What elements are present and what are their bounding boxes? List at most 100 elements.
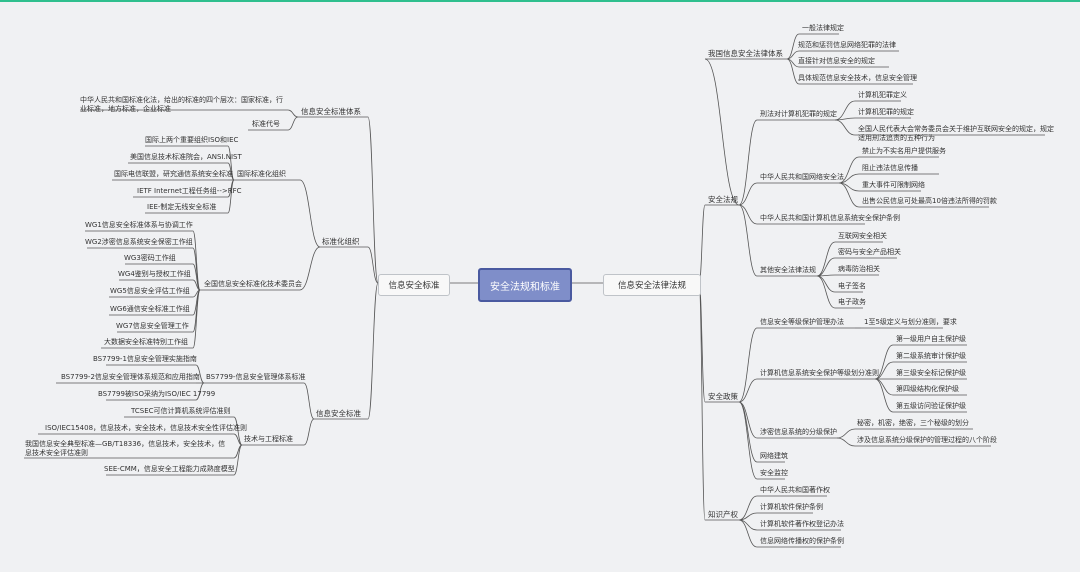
grade-level-item[interactable]: 第四级结构化保护级 [896,385,959,393]
other-law-item[interactable]: 电子政务 [838,298,866,306]
policy-item[interactable]: 安全监控 [760,469,788,477]
topic-classified-protection[interactable]: 涉密信息系统的分级保护 [760,428,837,436]
topic-standard-code[interactable]: 标准代号 [252,120,280,128]
topic-criminal-law[interactable]: 刑法对计算机犯罪的规定 [760,110,837,118]
national-wg-item[interactable]: WG5信息安全评估工作组 [110,287,190,295]
connector-line [738,401,758,463]
tech-std-item[interactable]: TCSEC可信计算机系统评估准则 [131,407,231,415]
criminal-law-item[interactable]: 全国人民代表大会常务委员会关于维护互联网安全的规定，规定适用刑法追责的五种行为 [858,125,1054,142]
connector-line [287,109,299,118]
intl-org-item[interactable]: 美国信息技术标准院会，ANSI.NIST [130,153,242,161]
ip-item[interactable]: 计算机软件著作权登记办法 [760,520,844,528]
grade-admin-item[interactable]: 1至5级定义与划分准则，要求 [864,318,957,326]
topic-standard-orgs[interactable]: 标准化组织 [322,237,360,246]
topic-tech-engineering[interactable]: 技术与工程标准 [244,435,293,443]
national-wg-item[interactable]: WG7信息安全管理工作 [116,322,189,330]
top-accent-line [0,0,1080,2]
tech-std-item[interactable]: SEE-CMM，信息安全工程能力成熟度模型 [104,465,235,473]
topic-grade-protection-admin[interactable]: 信息安全等级保护管理办法 [760,318,844,326]
connector-line [738,512,758,521]
national-wg-item[interactable]: WG4鉴别与授权工作组 [118,270,191,278]
cyber-law-item[interactable]: 重大事件可限制网络 [862,181,925,189]
law-system-item[interactable]: 一般法律规定 [802,24,844,32]
topic-standard-system-desc[interactable]: 中华人民共和国标准化法，给出的标准的四个层次：国家标准，行业标准，地方标准，企业… [80,96,283,113]
connector-line [834,100,856,121]
intl-org-item[interactable]: IETF Internet工程任务组-->RFC [137,187,242,195]
national-wg-item[interactable]: WG2涉密信息系统安全保密工作组 [85,238,193,246]
criminal-law-item[interactable]: 计算机犯罪定义 [858,91,907,99]
connector-line [698,204,706,284]
topic-national-committee[interactable]: 全国信息安全标准化技术委员会 [204,280,302,288]
grade-level-item[interactable]: 第一级用户自主保护级 [896,335,966,343]
topic-other-laws[interactable]: 其他安全法律法规 [760,266,816,274]
right-main-topic[interactable]: 信息安全法律法规 [603,274,701,296]
national-wg-item[interactable]: WG6通信安全标准工作组 [110,305,190,313]
cyber-law-item[interactable]: 出售公民信息可处最高10倍违法所得的罚款 [862,197,997,205]
other-law-item[interactable]: 互联网安全相关 [838,232,887,240]
criminal-law-item[interactable]: 计算机犯罪的规定 [858,108,914,116]
connector-line [838,182,860,208]
connector-line [874,344,894,380]
topic-info-sec-standards[interactable]: 信息安全标准 [316,409,361,418]
connector-line [834,119,856,136]
connector-line [738,519,758,531]
bs7799-item[interactable]: BS7799-2信息安全管理体系规范和应用指南 [61,373,200,381]
cyber-law-item[interactable]: 禁止为不实名用户提供服务 [862,147,946,155]
grade-level-item[interactable]: 第五级访问验证保护级 [896,402,966,410]
connector-line [233,433,243,446]
topic-cybersecurity-law[interactable]: 中华人民共和国网络安全法 [760,173,844,181]
connector-line [227,179,235,214]
topic-law-system[interactable]: 我国信息安全法律体系 [708,49,783,58]
connector-line [192,289,201,349]
connector-line [704,58,740,206]
connector-line [195,364,205,384]
intl-org-item[interactable]: 国际电信联盟，研究通信系统安全标准 [114,170,233,178]
connector-line [738,401,758,480]
connector-line [233,444,243,476]
connector-line [816,275,836,309]
ip-item[interactable]: 计算机软件保护条例 [760,503,823,511]
intl-org-item[interactable]: 国际上两个重要组织ISO和IEC [145,136,239,144]
intl-org-item[interactable]: IEE-制定无线安全标准 [147,203,217,211]
connector-line [836,437,856,447]
topic-security-policy[interactable]: 安全政策 [708,392,738,401]
connector-line [738,327,758,403]
connector-line [838,156,860,184]
bs7799-item[interactable]: BS7799被ISO采纳为ISO/IEC 17799 [98,390,216,398]
national-wg-item[interactable]: WG3密码工作组 [124,254,176,262]
classified-item[interactable]: 涉及信息系统分级保护的管理过程的八个阶段 [857,436,997,444]
topic-intellectual-property[interactable]: 知识产权 [708,510,738,519]
grade-level-item[interactable]: 第三级安全标记保护级 [896,369,966,377]
left-main-topic[interactable]: 信息安全标准 [378,274,450,296]
topic-intl-orgs[interactable]: 国际标准化组织 [237,170,286,178]
connector-line [698,282,706,521]
connector-line [786,33,800,60]
root-topic[interactable]: 安全法规和标准 [478,268,572,302]
topic-security-laws[interactable]: 安全法规 [708,195,738,204]
connector-line [874,378,894,413]
topic-bs7799[interactable]: BS7799-信息安全管理体系标准 [206,373,306,381]
classified-item[interactable]: 秘密，机密，绝密，三个秘级的划分 [857,419,969,427]
other-law-item[interactable]: 密码与安全产品相关 [838,248,901,256]
law-system-item[interactable]: 规范和惩罚信息网络犯罪的法律 [798,41,896,49]
connector-line [816,257,836,277]
ip-item[interactable]: 中华人民共和国著作权 [760,486,830,494]
national-wg-item[interactable]: WG1信息安全标准体系与协调工作 [85,221,193,229]
tech-std-item[interactable]: ISO/IEC15408，信息技术，安全技术，信息技术安全性评估准则 [45,424,248,432]
topic-grade-division-criteria[interactable]: 计算机信息系统安全保护等级划分准则 [760,369,879,377]
topic-standard-system[interactable]: 信息安全标准体系 [301,107,361,116]
law-system-item[interactable]: 具体规范信息安全技术，信息安全管理 [798,74,917,82]
connector-line [738,378,758,403]
other-law-item[interactable]: 病毒防治相关 [838,265,880,273]
cyber-law-item[interactable]: 阻止违法信息传播 [862,164,918,172]
bs7799-item[interactable]: BS7799-1信息安全管理实施指南 [93,355,197,363]
ip-item[interactable]: 信息网络传播权的保护条例 [760,537,844,545]
topic-computer-protection-regulation[interactable]: 中华人民共和国计算机信息系统安全保护条例 [760,214,900,222]
other-law-item[interactable]: 电子签名 [838,282,866,290]
national-wg-item[interactable]: 大数据安全标准特别工作组 [104,338,188,346]
policy-item[interactable]: 网络建筑 [760,452,788,460]
tech-std-item[interactable]: 我国信息安全典型标准—GB/T18336，信息技术，安全技术，信息技术安全评估准… [25,440,226,457]
law-system-item[interactable]: 直接针对信息安全的规定 [798,57,875,65]
grade-level-item[interactable]: 第二级系统审计保护级 [896,352,966,360]
